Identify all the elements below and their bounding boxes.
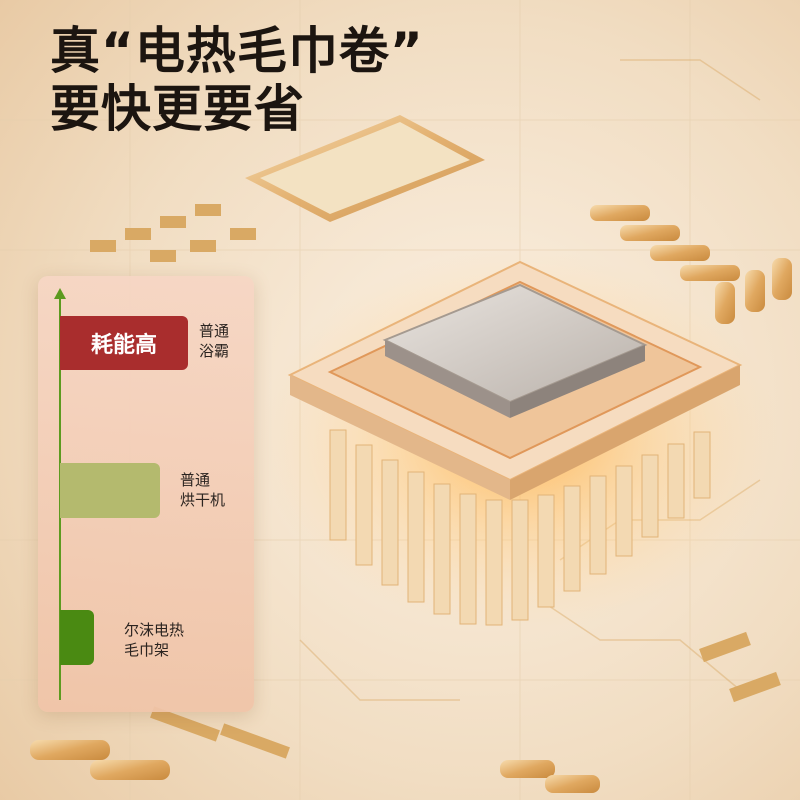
headline: 真“电热毛巾卷” 要快更要省 [50, 22, 424, 138]
label-line: 烘干机 [180, 491, 226, 509]
label-line: 浴霸 [199, 342, 230, 360]
headline-line-2: 要快更要省 [50, 80, 305, 138]
energy-comparison-chart: 耗能高 普通 浴霸 普通 烘干机 尔沫电热 毛巾架 [38, 276, 254, 712]
label-line: 普通 [199, 322, 230, 340]
bar-high-energy: 耗能高 [60, 316, 188, 370]
label-dryer: 普通 烘干机 [180, 470, 225, 510]
label-towel-rack: 尔沫电热 毛巾架 [124, 620, 184, 660]
headline-line-1: 真“电热毛巾卷” [50, 22, 424, 80]
label-bathroom-heater: 普通 浴霸 [199, 321, 229, 361]
label-line: 毛巾架 [124, 641, 170, 659]
bar-towel-rack [60, 610, 94, 665]
axis-arrow-icon [54, 288, 66, 299]
bar-badge-high-energy: 耗能高 [90, 333, 157, 358]
bar-dryer [60, 463, 160, 518]
label-line: 尔沫电热 [124, 621, 185, 639]
label-line: 普通 [180, 471, 211, 489]
